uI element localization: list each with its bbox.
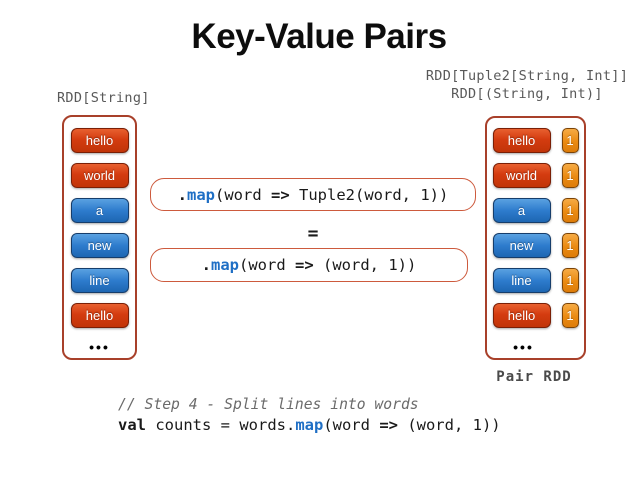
bottom-code-snippet: // Step 4 - Split lines into words val c… [118,395,501,435]
code-val-keyword: val [118,416,146,434]
code-arrow: => [295,256,314,274]
count-box: 1 [561,233,579,258]
word-box: a [492,198,551,223]
right-type-label-line2: RDD[(String, Int)] [451,86,603,102]
code-comment: // Step 4 - Split lines into words [118,396,419,413]
left-type-label: RDD[String] [57,90,150,106]
pair-row: line 1 [492,268,579,293]
count-box: 1 [561,163,579,188]
count-box: 1 [561,198,579,223]
code-arrow: => [271,185,290,204]
right-type-labels: RDD[Tuple2[String, Int]] RDD[(String, In… [377,67,638,103]
word-box: new [492,233,551,258]
code-text: counts = words. [146,416,296,434]
code-text: (word [215,185,272,204]
pair-rdd-container: hello 1 world 1 a 1 new 1 line 1 hello 1… [485,116,586,360]
code-text: (word [239,256,295,274]
count-box: 1 [561,128,579,153]
map-tuple2-code-box: .map(word => Tuple2(word, 1)) [150,178,476,211]
code-arrow: => [379,416,398,434]
slide-title: Key-Value Pairs [191,17,447,56]
rdd-string-container: hello world a new line hello ••• [62,115,137,360]
word-box: world [492,163,551,188]
pair-row: a 1 [492,198,579,223]
code-line: .map(word => Tuple2(word, 1)) [178,186,449,204]
ellipsis: ••• [513,339,534,355]
pair-row: hello 1 [492,128,579,153]
right-type-label-line1: RDD[Tuple2[String, Int]] [425,68,629,84]
code-text: (word, 1)) [397,416,501,434]
map-pair-code-box: .map(word => (word, 1)) [150,248,468,282]
code-dot: . [201,256,211,274]
word-box: a [70,198,129,223]
code-map-keyword: map [211,256,239,274]
word-box: world [70,163,129,188]
count-box: 1 [561,303,579,328]
pair-row: world 1 [492,163,579,188]
code-dot: . [177,185,188,204]
code-line: val counts = words.map(word => (word, 1)… [118,415,501,435]
equals-sign: = [307,223,319,244]
code-text: (word, 1)) [313,256,417,274]
code-text: Tuple2(word, 1)) [289,185,449,204]
pair-row: new 1 [492,233,579,258]
word-box: hello [70,303,129,328]
word-box: new [70,233,129,258]
word-box: line [70,268,129,293]
word-box: hello [492,303,551,328]
code-line: .map(word => (word, 1)) [202,256,417,274]
word-box: hello [492,128,551,153]
pair-rdd-caption: Pair RDD [496,369,572,385]
word-box: hello [70,128,129,153]
pair-row: hello 1 [492,303,579,328]
code-map-keyword: map [295,416,324,434]
count-box: 1 [561,268,579,293]
ellipsis: ••• [89,339,110,355]
code-text: (word [323,416,380,434]
word-box: line [492,268,551,293]
code-map-keyword: map [187,185,216,204]
